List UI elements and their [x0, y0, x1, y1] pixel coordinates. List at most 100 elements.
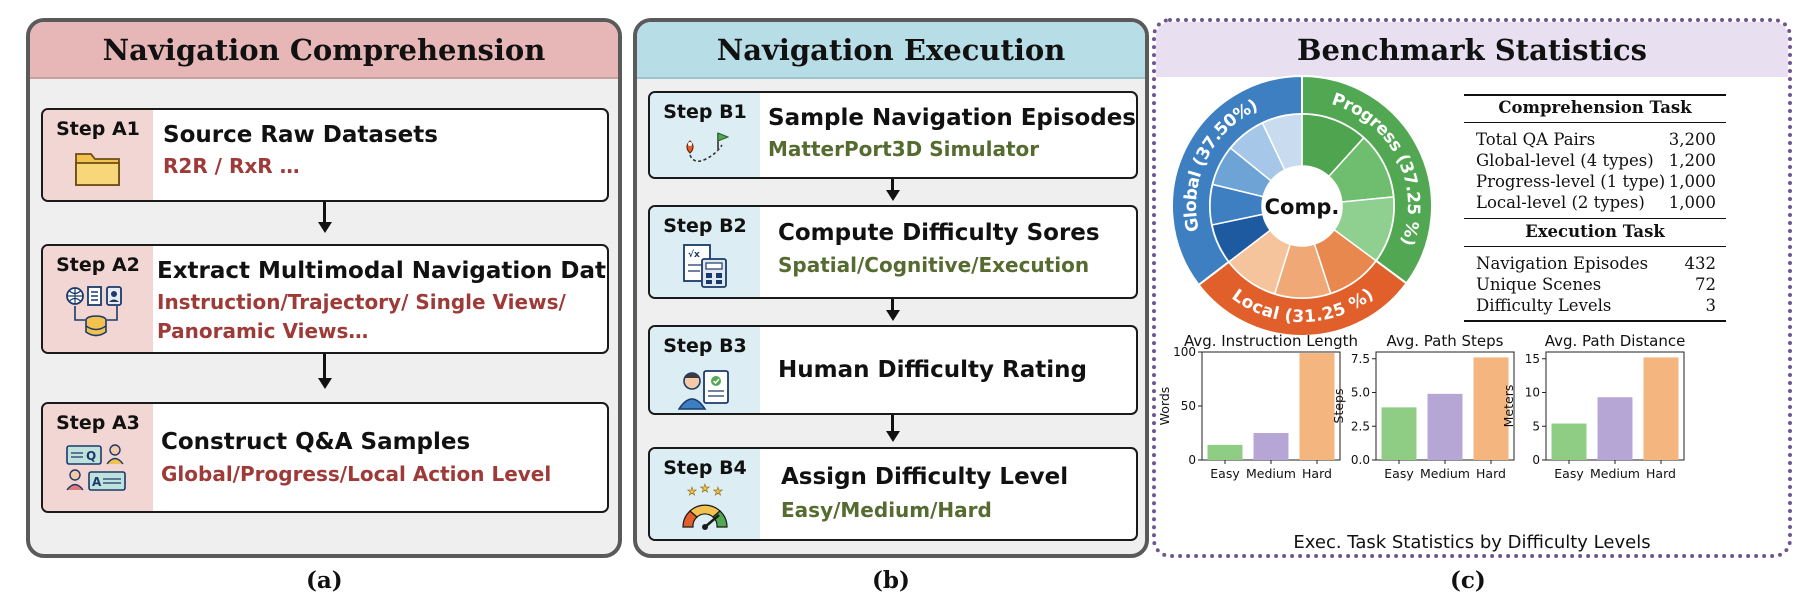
bar-easy — [1381, 407, 1417, 460]
step-a2-title: Extract Multimodal Navigation Data — [157, 258, 609, 284]
donut-center — [1262, 166, 1342, 246]
caption-b: (b) — [872, 567, 910, 594]
bar-easy — [1551, 423, 1587, 460]
table-comp-label-2: Global-level (4 types) — [1476, 151, 1654, 170]
table-comp-value-1: 3,200 — [1668, 130, 1716, 149]
step-a3: Step A3 Q A Construct Q&A Samples Global… — [41, 402, 609, 513]
svg-text:√x: √x — [688, 249, 700, 260]
panel-a-title: Navigation Comprehension — [30, 22, 618, 79]
bar-chart-ylabel: Steps — [1331, 389, 1346, 424]
table-rule-exec — [1464, 246, 1726, 247]
caption-c: (c) — [1450, 567, 1486, 594]
svg-text:A: A — [92, 475, 102, 489]
panel-navigation-execution: Navigation Execution Step B1 Sample Navi… — [633, 18, 1149, 558]
bar-chart-ytick-label: 15 — [1525, 352, 1540, 366]
bar-hard — [1299, 353, 1335, 460]
table-comp-value-3: 1,000 — [1668, 172, 1716, 191]
step-a3-id: Step A3 — [56, 412, 140, 434]
panel-navigation-comprehension: Navigation Comprehension Step A1 Source … — [26, 18, 622, 558]
arrow-b1-b2 — [891, 179, 894, 191]
person-checklist-icon — [678, 370, 729, 410]
step-b3-title: Human Difficulty Rating — [778, 357, 1087, 383]
bar-chart-ytick-label: 0 — [1188, 453, 1196, 467]
table-rule-mid — [1464, 218, 1726, 219]
bar-chart-xtick-label: Easy — [1384, 466, 1414, 481]
bar-chart-ytick-label: 5 — [1532, 419, 1540, 433]
bar-chart-ytick-label: 7.5 — [1351, 352, 1370, 366]
arrow-a1-a2-head — [318, 222, 332, 233]
step-a1: Step A1 Source Raw Datasets R2R / RxR … — [41, 108, 609, 202]
step-a3-sub: Global/Progress/Local Action Level — [161, 462, 552, 486]
folder-icon — [75, 153, 120, 186]
bar-chart-title: Avg. Path Steps — [1386, 332, 1503, 350]
step-a2: Step A2 Extract Multimodal Navigation Da… — [41, 244, 609, 354]
statistics-table: Comprehension Task Total QA Pairs 3,200 … — [1464, 94, 1726, 334]
bar-medium — [1597, 397, 1633, 460]
bar-chart-ytick-label: 0 — [1532, 453, 1540, 467]
bar-chart-xtick-label: Hard — [1476, 466, 1506, 481]
step-b4-sub: Easy/Medium/Hard — [781, 498, 992, 522]
svg-text:★: ★ — [713, 485, 723, 498]
comprehension-donut-chart: Progress (37.25 %)Local (31.25 %)Global … — [1171, 74, 1433, 337]
step-b2-sub: Spatial/Cognitive/Execution — [778, 253, 1090, 277]
table-exec-header: Execution Task — [1525, 222, 1665, 241]
bar-chart-xtick-label: Medium — [1246, 466, 1296, 481]
table-rule-top — [1464, 94, 1726, 96]
bar-chart-ytick-label: 50 — [1181, 399, 1196, 413]
table-exec-value-2: 72 — [1695, 275, 1716, 294]
svg-text:★: ★ — [700, 483, 710, 495]
bar-medium — [1253, 433, 1289, 460]
table-comp-header: Comprehension Task — [1498, 98, 1692, 117]
donut-center-label: Comp. — [1265, 195, 1340, 219]
step-b1-id: Step B1 — [663, 101, 747, 123]
step-b4: Step B4 ★ ★ ★ Assign Difficulty Level Ea… — [648, 447, 1138, 541]
step-a2-sub-line2: Panoramic Views… — [157, 319, 369, 343]
bar-chart-ytick-label: 5.0 — [1351, 386, 1370, 400]
step-b4-title: Assign Difficulty Level — [781, 464, 1069, 490]
step-b1-title: Sample Navigation Episodes — [768, 105, 1136, 131]
donut-slices — [1171, 74, 1433, 337]
bar-chart-xtick-label: Hard — [1646, 466, 1676, 481]
arrow-b3-b4 — [891, 415, 894, 433]
bar-chart-title: Avg. Instruction Length — [1184, 332, 1358, 350]
route-flag-icon — [686, 132, 730, 163]
table-rule-comp — [1464, 122, 1726, 123]
table-exec-label-3: Difficulty Levels — [1476, 296, 1612, 315]
step-b3: Step B3 Human Difficulty Rating — [648, 325, 1138, 415]
bar-chart-xtick-label: Easy — [1210, 466, 1240, 481]
bar-chart-xtick-label: Medium — [1590, 466, 1640, 481]
table-rule-bottom — [1464, 320, 1726, 322]
bar-chart-ytick-label: 100 — [1173, 345, 1196, 359]
bar-chart-ytick-label: 2.5 — [1351, 419, 1370, 433]
arrow-b3-b4-head — [886, 431, 900, 442]
step-b1: Step B1 Sample Navigation Episodes Matte… — [648, 91, 1138, 179]
qa-chat-icon: Q A — [66, 444, 126, 491]
arrow-a2-a3-head — [318, 378, 332, 389]
multimodal-data-icon — [66, 286, 122, 337]
arrow-b1-b2-head — [886, 190, 900, 201]
step-a3-title: Construct Q&A Samples — [161, 429, 471, 455]
arrow-a1-a2 — [323, 202, 326, 224]
step-b3-id: Step B3 — [663, 335, 747, 357]
panel-benchmark-statistics: Benchmark Statistics Progress (37.25 %)L… — [1152, 18, 1792, 558]
table-exec-value-3: 3 — [1705, 296, 1717, 315]
arrow-b2-b3 — [891, 299, 894, 311]
table-exec-label-1: Navigation Episodes — [1476, 254, 1649, 273]
calculator-formula-icon: √x — [683, 244, 727, 288]
panel-c-title: Benchmark Statistics — [1156, 22, 1788, 77]
caption-a: (a) — [306, 567, 343, 594]
bar-chart-ylabel: Words — [1157, 387, 1172, 426]
step-a1-title: Source Raw Datasets — [163, 122, 438, 148]
bar-chart-ylabel: Meters — [1501, 385, 1516, 428]
bar-hard — [1473, 357, 1509, 460]
table-exec-label-2: Unique Scenes — [1476, 275, 1602, 294]
bar-easy — [1207, 444, 1243, 460]
step-b4-id: Step B4 — [663, 457, 747, 479]
table-comp-label-3: Progress-level (1 type) — [1476, 172, 1666, 191]
arrow-b2-b3-head — [886, 310, 900, 321]
bar-chart-xtick-label: Medium — [1420, 466, 1470, 481]
